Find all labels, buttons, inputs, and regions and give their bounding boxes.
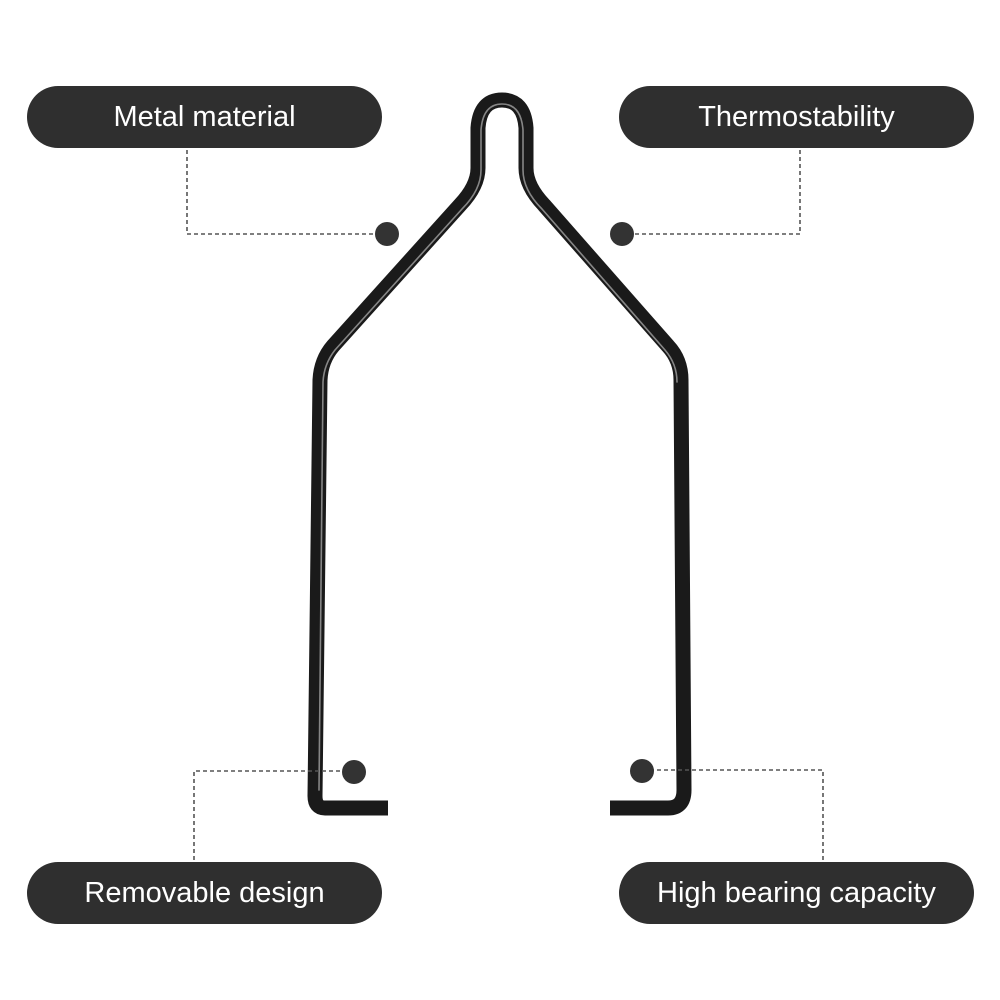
leader-line-removable: [193, 770, 354, 860]
wire-bracket-body: [307, 92, 692, 816]
marker-dot-removable: [342, 760, 366, 784]
leader-line-thermo: [622, 150, 801, 235]
marker-dots: [342, 222, 654, 784]
feature-label-thermostability: Thermostability: [619, 86, 974, 148]
wire-bracket: [307, 92, 692, 816]
marker-dot-thermo: [610, 222, 634, 246]
feature-label-removable-design: Removable design: [27, 862, 382, 924]
feature-label-high-bearing-capacity: High bearing capacity: [619, 862, 974, 924]
feature-label-metal-material: Metal material: [27, 86, 382, 148]
leader-line-metal: [186, 150, 387, 235]
wire-bracket-highlight: [318, 103, 678, 791]
marker-dot-metal: [375, 222, 399, 246]
leader-lines: [186, 150, 824, 860]
leader-line-bearing: [643, 769, 824, 860]
marker-dot-bearing: [630, 759, 654, 783]
